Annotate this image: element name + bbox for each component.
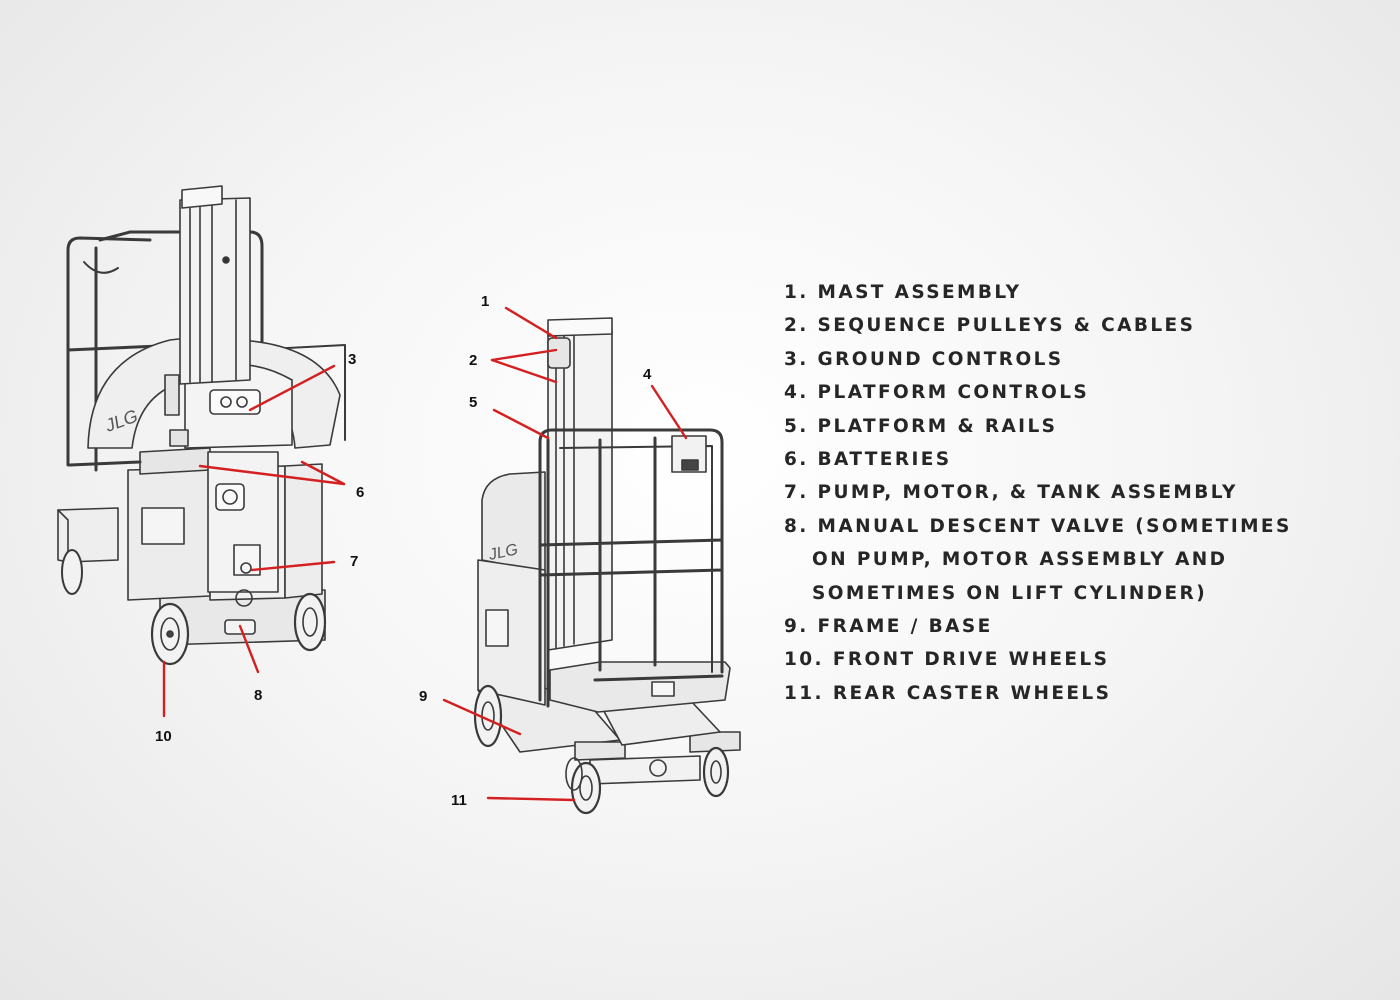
rear-drive-wheel-right [293,592,327,652]
callout-10: 10 [155,728,172,745]
battery-box [139,447,211,475]
front-mast [547,329,613,651]
legend-item-3: 3. GROUND CONTROLS [784,348,1064,370]
leader-5 [492,408,550,440]
leader-2b [490,358,558,384]
legend-item-8-cont-2: SOMETIMES ON LIFT CYLINDER) [812,582,1208,604]
leader-7 [250,560,336,572]
rear-mast [179,197,251,385]
legend-item-6: 6. BATTERIES [784,449,952,471]
platform-control-box [671,435,707,473]
leader-8 [238,624,260,674]
front-caster-wheel-right [702,746,730,798]
legend-item-1: 1. MAST ASSEMBLY [784,282,1022,303]
leader-1 [504,306,558,340]
leader-4 [650,384,688,440]
callout-11: 11 [451,792,467,809]
front-wheel-left [473,684,503,748]
callout-8: 8 [254,687,262,704]
front-shroud [481,471,546,573]
legend-item-11: 11. REAR CASTER WHEELS [784,682,1112,704]
leader-6b [300,460,346,486]
leader-9 [442,698,522,736]
callout-2: 2 [469,352,477,369]
legend-item-5: 5. PLATFORM & RAILS [784,415,1058,437]
platform-floor [549,661,731,713]
rear-rails [66,236,162,472]
legend-item-10: 10. FRONT DRIVE WHEELS [784,649,1110,671]
leader-lines [162,306,688,802]
front-caster-wheel-left [565,757,602,815]
callout-3: 3 [348,351,356,368]
front-body [477,559,546,706]
callout-6: 6 [356,484,364,501]
jlg-logo-right: JLG [486,541,519,564]
legend-item-9: 9. FRAME / BASE [784,616,993,638]
callout-4: 4 [643,366,652,383]
callout-9: 9 [419,688,427,705]
front-view-lift: JLG [473,317,741,815]
rear-caster-wheel [61,549,83,595]
legend-item-8: 8. MANUAL DESCENT VALVE (SOMETIMES [784,515,1292,537]
callout-7: 7 [350,553,358,570]
legend-item-8-cont-1: ON PUMP, MOTOR ASSEMBLY AND [812,549,1228,571]
legend-item-2: 2. SEQUENCE PULLEYS & CABLES [784,315,1196,337]
leader-2a [490,348,558,362]
leader-11 [486,796,576,802]
platform-rails [538,428,724,708]
legend-item-7: 7. PUMP, MOTOR, & TANK ASSEMBLY [784,482,1238,504]
parts-legend: 1. MAST ASSEMBLY 2. SEQUENCE PULLEYS & C… [784,276,1344,710]
leader-6a [198,464,346,486]
rear-drive-wheel-left [150,602,190,666]
rear-view-lift: JLG [57,185,346,666]
callout-numbers: 3 6 7 8 10 1 2 4 5 9 11 [155,293,652,809]
legend-item-4: 4. PLATFORM CONTROLS [784,382,1090,404]
callout-5: 5 [469,394,477,411]
leader-3 [248,364,336,412]
callout-1: 1 [481,293,489,310]
